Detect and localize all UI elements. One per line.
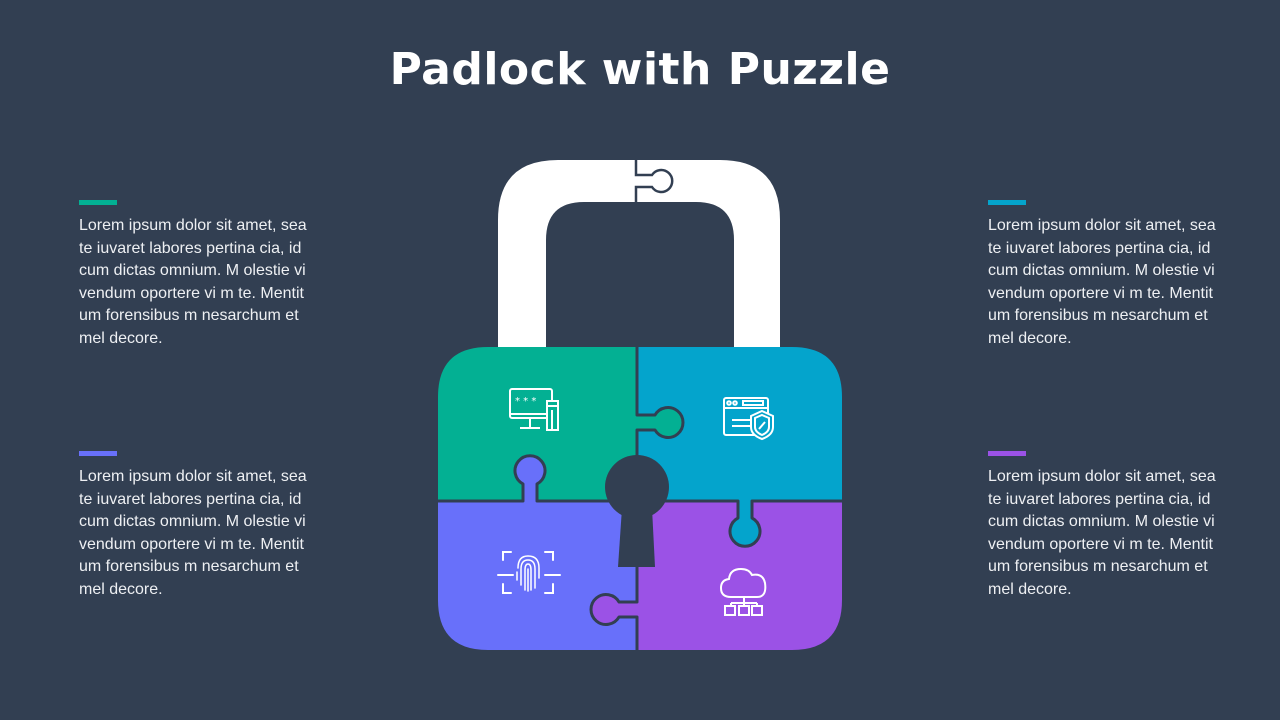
- block-text: Lorem ipsum dolor sit amet, sea te iuvar…: [988, 468, 1216, 598]
- text-block-top-right: Lorem ipsum dolor sit amet, sea te iuvar…: [988, 200, 1228, 350]
- shackle: [498, 160, 780, 360]
- block-text: Lorem ipsum dolor sit amet, sea te iuvar…: [79, 217, 307, 347]
- accent-bar: [988, 200, 1026, 205]
- text-block-bottom-left: Lorem ipsum dolor sit amet, sea te iuvar…: [79, 451, 319, 601]
- accent-bar: [79, 451, 117, 456]
- text-block-top-left: Lorem ipsum dolor sit amet, sea te iuvar…: [79, 200, 319, 350]
- block-text: Lorem ipsum dolor sit amet, sea te iuvar…: [988, 217, 1216, 347]
- accent-bar: [988, 451, 1026, 456]
- block-text: Lorem ipsum dolor sit amet, sea te iuvar…: [79, 468, 307, 598]
- keyhole-icon: [605, 455, 669, 567]
- padlock-body: [438, 347, 842, 650]
- browser-shield-icon: [723, 397, 774, 441]
- accent-bar: [79, 200, 117, 205]
- svg-text:* * *: * * *: [515, 396, 536, 407]
- fingerprint-scan-icon: [497, 551, 561, 594]
- computer-password-icon: * * *: [509, 388, 559, 431]
- cloud-network-icon: [719, 567, 767, 616]
- piece-bottom-left: [438, 501, 637, 650]
- page-title: Padlock with Puzzle: [389, 44, 891, 95]
- text-block-bottom-right: Lorem ipsum dolor sit amet, sea te iuvar…: [988, 451, 1228, 601]
